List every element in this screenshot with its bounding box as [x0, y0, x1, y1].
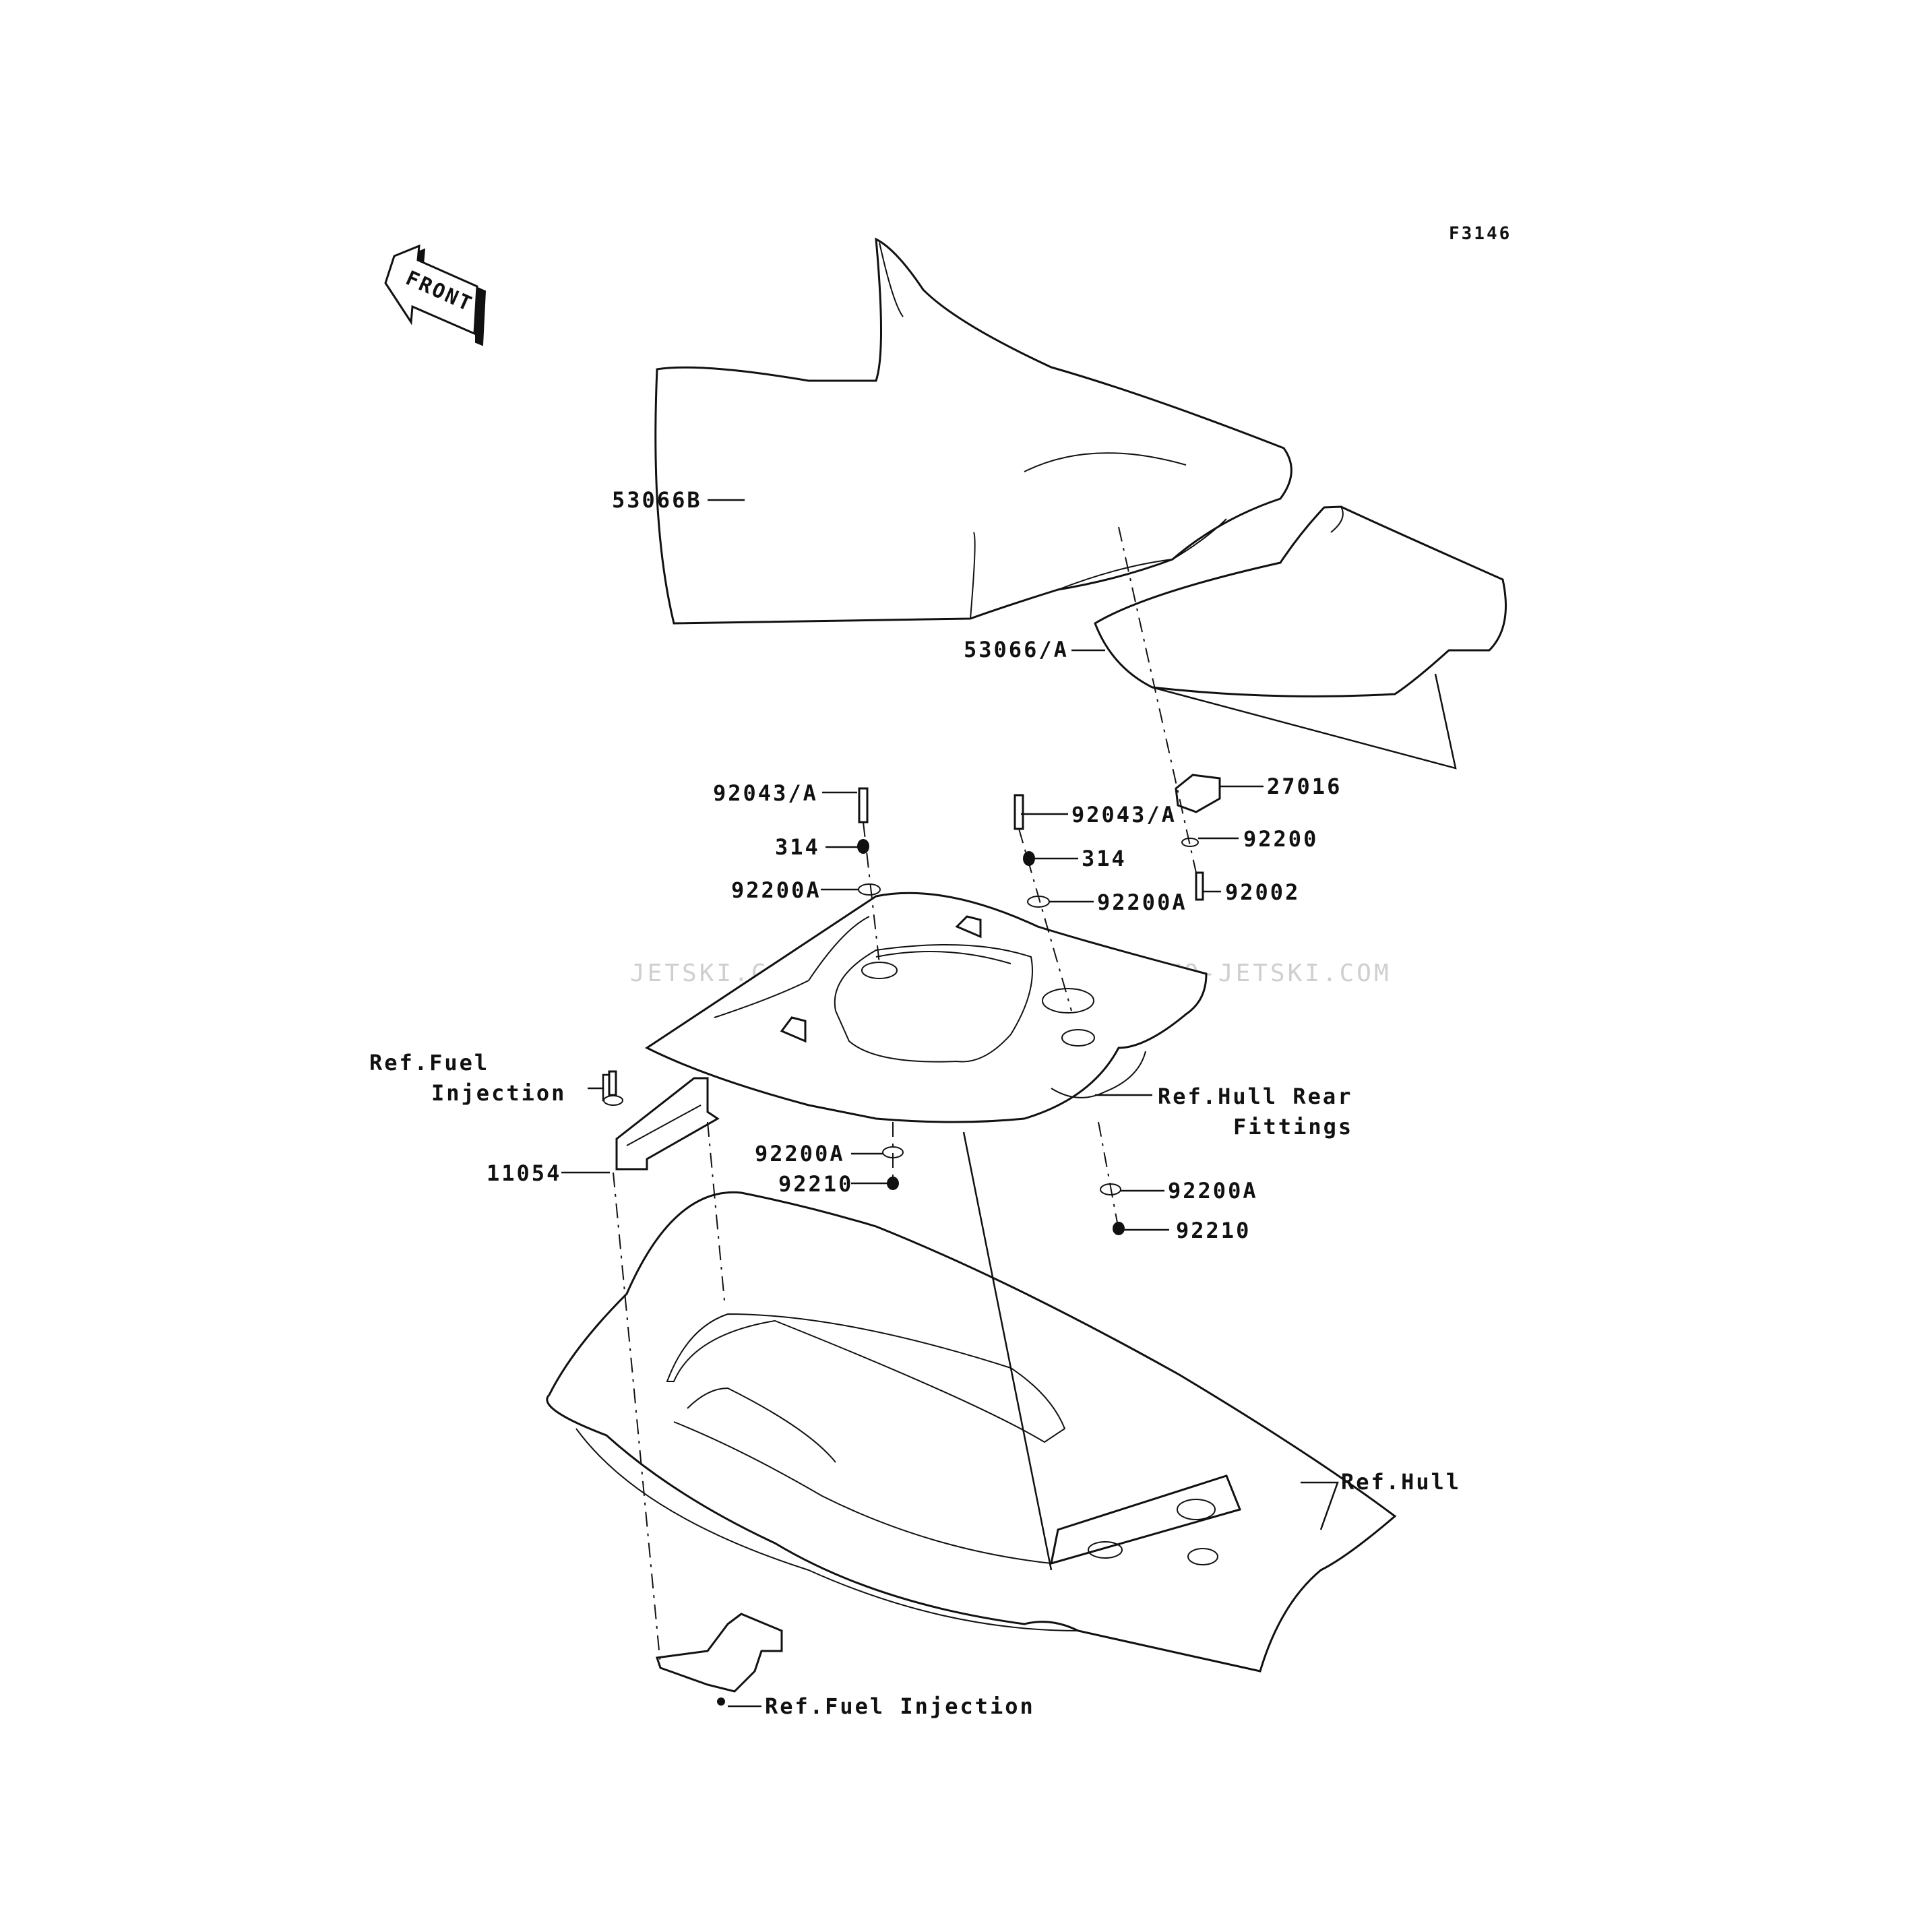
label-53066b: 53066B [612, 487, 702, 513]
label-92210-lower-left: 92210 [778, 1171, 853, 1197]
label-314-right: 314 [1082, 846, 1127, 871]
label-ref-hull-rear-line2: Fittings [1233, 1114, 1353, 1140]
bracket-part [615, 1077, 720, 1171]
label-ref-fuel-top-line2: Injection [431, 1080, 566, 1106]
label-92210-lower-right: 92210 [1176, 1218, 1251, 1243]
label-27016: 27016 [1267, 774, 1342, 799]
front-arrow-icon: FRONT [384, 244, 487, 346]
seat-pan-part [645, 892, 1208, 1123]
label-92200a-lower-left: 92200A [755, 1141, 845, 1166]
label-92043-a-right: 92043/A [1071, 802, 1177, 828]
assembly-dash-lines [613, 526, 1197, 1665]
label-92200: 92200 [1243, 826, 1318, 852]
label-314-left: 314 [775, 834, 820, 860]
label-92043-a-left: 92043/A [713, 780, 818, 806]
label-ref-hull: Ref.Hull [1341, 1469, 1461, 1495]
figure-code: F3146 [1449, 224, 1512, 244]
fuel-injection-bracket-part [656, 1613, 783, 1706]
label-11054: 11054 [487, 1160, 561, 1186]
label-92002: 92002 [1225, 879, 1300, 905]
label-ref-fuel-top-line1: Ref.Fuel [369, 1050, 489, 1076]
label-ref-fuel-bottom: Ref.Fuel Injection [765, 1693, 1035, 1719]
label-53066-a: 53066/A [964, 637, 1069, 662]
label-ref-hull-rear-line1: Ref.Hull Rear [1158, 1084, 1352, 1109]
latch-part [1175, 774, 1221, 813]
label-92200a-lower-right: 92200A [1168, 1178, 1258, 1204]
front-seat-part [654, 237, 1292, 625]
rear-seat-part [1094, 505, 1507, 770]
label-92200a-left: 92200A [731, 877, 821, 903]
hull-part [546, 1191, 1397, 1673]
label-92200a-right: 92200A [1097, 890, 1187, 915]
leader-lines [561, 499, 1339, 1708]
part-labels: 53066B 53066/A 92043/A 92043/A 314 314 9… [369, 487, 1461, 1719]
